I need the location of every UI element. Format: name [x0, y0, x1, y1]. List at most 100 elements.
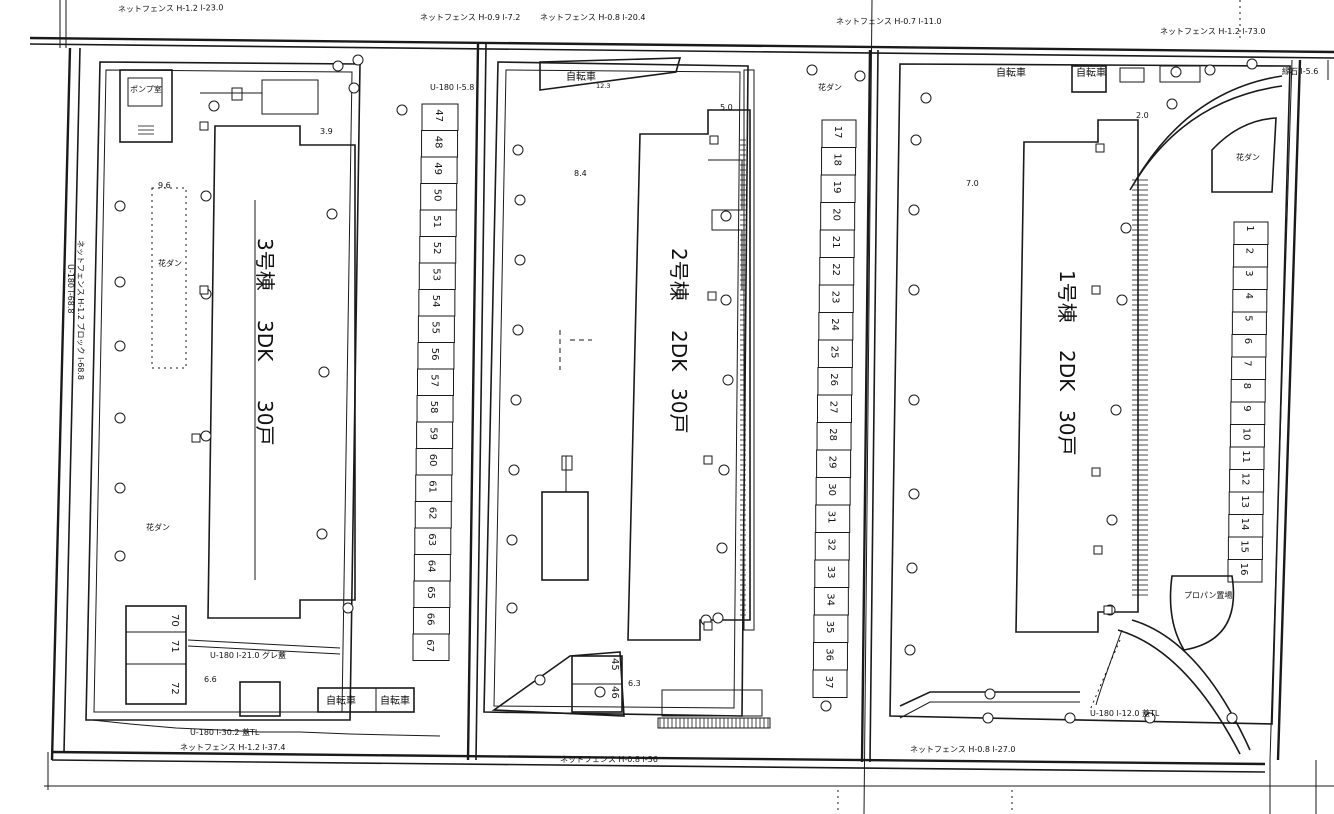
parking-stall-number: 12 [1240, 473, 1251, 486]
parking-stall-number: 56 [429, 348, 440, 361]
parking-stall-number: 8 [1241, 383, 1252, 389]
tree-icon [114, 550, 126, 562]
tree-icon [1226, 712, 1238, 724]
tree-icon [208, 100, 220, 112]
pump-room-label: ポンプ室 [130, 84, 162, 94]
tree-icon [1116, 294, 1128, 306]
manhole-icon [703, 455, 713, 465]
top-fence-label-5: ネットフェンス H-1.2 l-73.0 [1160, 27, 1265, 36]
dim-58: U-180 l-5.8 [430, 83, 474, 92]
parking-stall-number: 16 [1238, 563, 1249, 576]
tree-icon [984, 688, 996, 700]
parking-stall-number: 48 [433, 136, 444, 149]
parking-stall-number: 31 [826, 511, 837, 524]
tree-icon [720, 294, 732, 306]
manhole-icon [1093, 545, 1103, 555]
tree-icon [908, 488, 920, 500]
tree-icon [908, 284, 920, 296]
tree-icon [594, 686, 606, 698]
parking-stall-number: 24 [829, 318, 840, 331]
parking-stall-number: 62 [426, 507, 437, 520]
tree-icon [514, 194, 526, 206]
parking-stall-number: 65 [425, 586, 436, 599]
building-1-name: 1号棟 [1055, 270, 1079, 323]
parking-stall-number: 50 [432, 189, 443, 202]
parking-stall-number: 2 [1244, 248, 1255, 254]
propane-label: プロパン置場 [1184, 590, 1232, 600]
tree-icon [342, 602, 354, 614]
tree-icon [908, 394, 920, 406]
parking-stall-number: 7 [1242, 360, 1253, 366]
parking-stall-number: 27 [828, 401, 839, 414]
bike-shed-label-3: 自転車 [1076, 66, 1106, 79]
scan-artifacts [47, 0, 1317, 814]
tree-symbols [114, 54, 1258, 724]
tree-icon [506, 602, 518, 614]
bike-shed-label-2: 自転車 [996, 66, 1026, 79]
lot-left: 4748495051525354555657585960616263646566… [85, 61, 459, 737]
parking-stall-number: 47 [433, 109, 444, 122]
parking-stall-number: 22 [830, 263, 841, 276]
parking-stall-number: 9 [1241, 405, 1252, 411]
tree-icon [200, 190, 212, 202]
tree-icon [114, 482, 126, 494]
parking-stall-number: 52 [431, 242, 442, 255]
parking-stall-number: 55 [429, 321, 440, 334]
tree-icon [114, 340, 126, 352]
tree-icon [1120, 222, 1132, 234]
parking-stall-number: 15 [1238, 540, 1249, 553]
dim-66: 6.6 [204, 675, 217, 684]
building-3-type: 3DK [253, 320, 277, 362]
parking-stall-number: 23 [829, 291, 840, 304]
parking-stall-number: 51 [431, 215, 442, 228]
parking-45: 45 [609, 658, 620, 671]
bottom-label-5: U-180 l-12.0 蓋TL [1090, 708, 1160, 718]
manhole-icon [1095, 143, 1105, 153]
tree-icon [1106, 514, 1118, 526]
parking-stall [812, 669, 848, 698]
dim-20: 2.0 [1136, 111, 1149, 120]
manhole-icon [199, 285, 209, 295]
parking-stall-number: 49 [432, 162, 443, 175]
tree-icon [512, 144, 524, 156]
tree-icon [716, 542, 728, 554]
building-2-type: 2DK [667, 330, 691, 372]
manhole-icon [1103, 605, 1113, 615]
tree-icon [1144, 712, 1156, 724]
top-curb-label: 縁石 l-5.6 [1282, 66, 1318, 76]
parking-stall-number: 18 [832, 153, 843, 166]
building-1-units: 30戸 [1055, 410, 1079, 455]
parking-stall-number: 1 [1244, 225, 1255, 231]
parking-stall-number: 10 [1240, 428, 1251, 441]
bottom-label-3: ネットフェンス H-0.8 l-36 [560, 755, 658, 764]
parking-stall-number: 26 [828, 373, 839, 386]
manhole-icon [709, 135, 719, 145]
building-3-label: 3号棟 3DK 30戸 [253, 238, 277, 445]
parking-stall [1227, 559, 1263, 583]
tree-icon [114, 276, 126, 288]
building-2-name: 2号棟 [667, 248, 691, 301]
parking-stall-number: 20 [831, 208, 842, 221]
tree-icon [510, 394, 522, 406]
top-fence-label-2: ネットフェンス H-0.9 l-7.2 [420, 13, 520, 22]
top-fence-label-4: ネットフェンス H-0.7 l-11.0 [836, 17, 941, 26]
tree-icon [396, 104, 408, 116]
tree-icon [114, 412, 126, 424]
tree-icon [114, 200, 126, 212]
dim-123: 12.3 [596, 82, 610, 90]
manhole-icon [191, 433, 201, 443]
parking-stall-number: 32 [825, 538, 836, 551]
bottom-label-4: ネットフェンス H-0.8 l-27.0 [910, 745, 1015, 754]
manhole-icon [1091, 467, 1101, 477]
parking-stall-number: 25 [828, 346, 839, 359]
parking-stall-number: 53 [430, 268, 441, 281]
parking-stall-number: 37 [823, 676, 834, 689]
lot-middle: 1718192021222324252627282930313233343536… [483, 57, 1148, 729]
parking-stall-number: 3 [1243, 270, 1254, 276]
manhole-icon [199, 121, 209, 131]
dim-84: 8.4 [574, 169, 587, 178]
dim-63: 6.3 [628, 679, 641, 688]
